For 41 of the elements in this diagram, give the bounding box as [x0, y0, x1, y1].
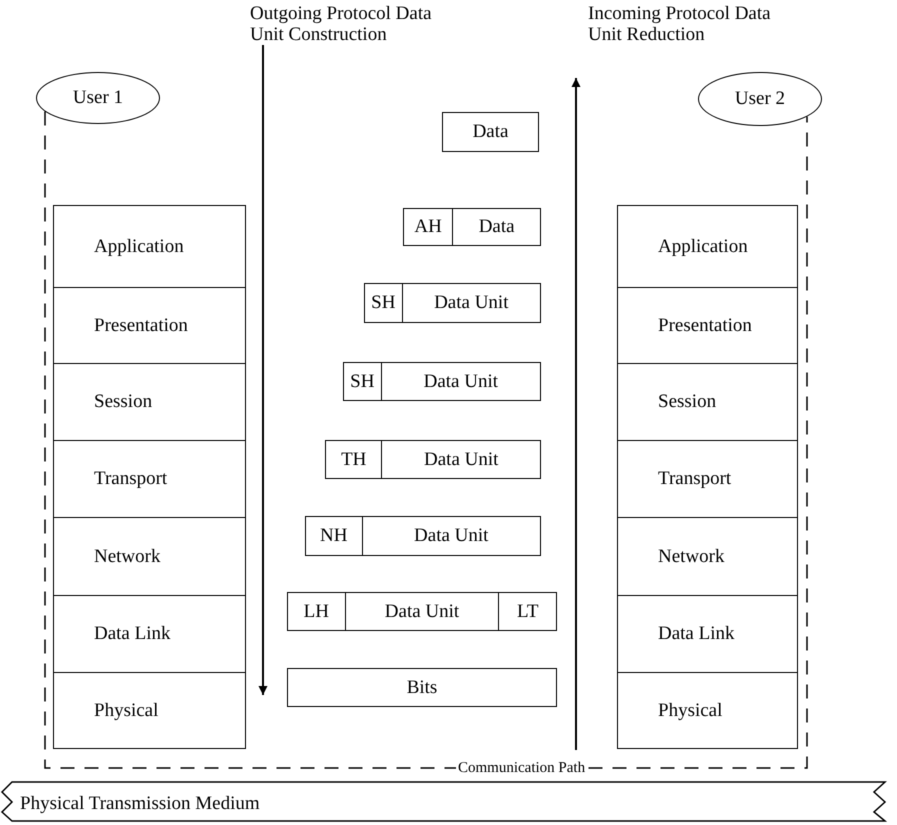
trailer-field: LT [499, 593, 556, 630]
data-unit-box [403, 208, 541, 246]
layer-box: Physical [617, 672, 798, 749]
layer-box: Physical [53, 672, 246, 749]
data-unit-box [343, 362, 541, 401]
layer-box: Transport [617, 440, 798, 518]
data-unit-box [325, 440, 541, 479]
medium-label: Physical Transmission Medium [20, 793, 260, 815]
data-unit-box [305, 516, 541, 556]
dashed-connector [44, 112, 808, 769]
header-field: TH [326, 441, 382, 478]
layer-box: Session [53, 363, 246, 441]
data-field: Data [442, 112, 539, 152]
header-field: LH [288, 593, 346, 630]
data-field: Data Unit [382, 441, 540, 478]
data-field: Bits [287, 668, 557, 707]
data-field: Data Unit [402, 284, 540, 322]
layer-box: Network [53, 517, 246, 596]
layer-box: Presentation [53, 287, 246, 364]
data-field: Data [453, 209, 540, 245]
data-unit-box [364, 283, 541, 323]
header-field: SH [365, 284, 403, 322]
data-field: Data Unit [346, 593, 500, 630]
data-field: Data Unit [362, 517, 540, 555]
arrow-caption: Outgoing Protocol Data Unit Construction [250, 3, 433, 45]
layer-box: Transport [53, 440, 246, 518]
user-ellipse: User 2 [698, 72, 822, 126]
layer-box: Data Link [53, 595, 246, 673]
layer-box: Data Link [617, 595, 798, 673]
layer-box: Presentation [617, 287, 798, 364]
user-ellipse: User 1 [36, 72, 160, 124]
layer-box: Application [53, 205, 246, 288]
arrow-caption: Incoming Protocol Data Unit Reduction [588, 3, 772, 45]
header-field: AH [404, 209, 454, 245]
layer-box: Application [617, 205, 798, 288]
header-field: NH [306, 517, 363, 555]
layer-box: Network [617, 517, 798, 596]
data-unit-box [287, 592, 557, 631]
header-field: SH [344, 363, 382, 400]
layer-box: Session [617, 363, 798, 441]
data-field: Data Unit [382, 363, 540, 400]
